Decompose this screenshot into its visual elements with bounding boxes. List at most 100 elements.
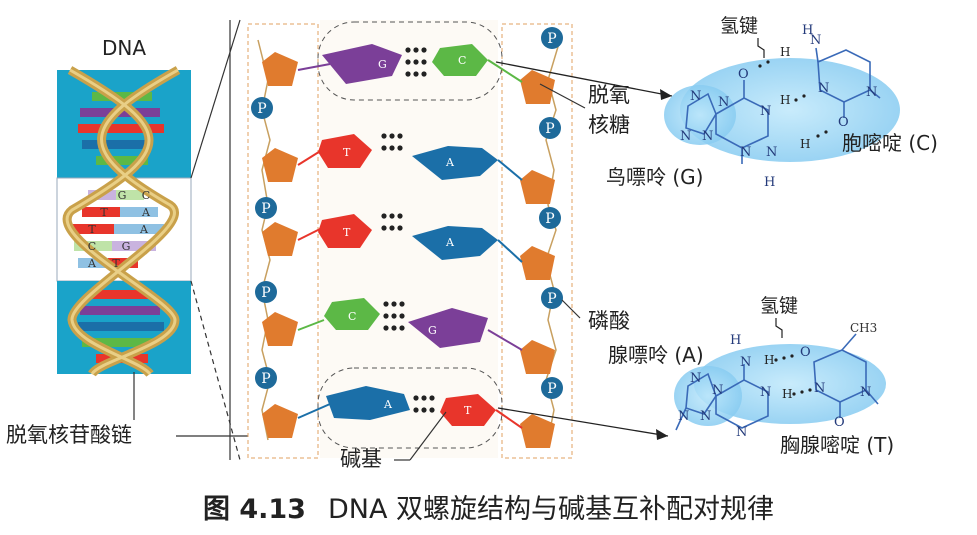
- phosphate: [251, 97, 273, 119]
- phosphate-pointer: [561, 299, 581, 319]
- phosphate: [255, 281, 277, 303]
- helix-pair3-right: A: [139, 223, 149, 236]
- figure-number: 图 4.13: [202, 494, 306, 525]
- adenine-label: 腺嘌呤 (A): [608, 343, 704, 367]
- svg-text:N: N: [766, 145, 777, 160]
- guanine-rings: [685, 80, 769, 164]
- base-a-label: A: [445, 236, 455, 249]
- svg-text:H: H: [780, 93, 790, 107]
- base-g-label: G: [378, 58, 387, 71]
- svg-text:N: N: [760, 385, 771, 400]
- base-c-label: C: [348, 310, 356, 323]
- svg-text:O: O: [800, 345, 811, 360]
- svg-text:N: N: [814, 381, 825, 396]
- figure-title: DNA 双螺旋结构与碱基互补配对规律: [327, 494, 775, 525]
- svg-text:H: H: [800, 137, 810, 151]
- sugar: [262, 52, 298, 86]
- phosphate: [541, 27, 563, 49]
- ladder-right-strand-box: [501, 23, 573, 459]
- svg-text:N: N: [680, 129, 691, 144]
- phosphate: [539, 117, 561, 139]
- base-g: [322, 44, 402, 84]
- base-c: [432, 44, 488, 76]
- phosphate-label: P: [261, 285, 270, 301]
- sugar: [520, 70, 555, 104]
- svg-text:N: N: [810, 33, 821, 48]
- adenine-rings: [675, 364, 769, 431]
- phosphate-label: P: [547, 381, 556, 397]
- svg-text:N: N: [740, 355, 751, 370]
- zoom-line-top: [190, 19, 241, 179]
- at-hbond-label: 氢键: [760, 295, 798, 317]
- phosphate: [541, 377, 563, 399]
- svg-text:N: N: [678, 409, 689, 424]
- phosphate: [541, 287, 563, 309]
- svg-text:N: N: [700, 409, 711, 424]
- base-a: [412, 146, 498, 180]
- base-a-label: A: [445, 156, 455, 169]
- sugar: [520, 414, 555, 448]
- thymine-label: 胸腺嘧啶 (T): [780, 433, 894, 457]
- base-text-label: 碱基: [340, 447, 382, 471]
- svg-text:N: N: [760, 104, 771, 119]
- sugar: [520, 340, 555, 374]
- guanine-label: 鸟嘌呤 (G): [606, 165, 703, 189]
- base-a: [326, 386, 410, 420]
- gc-glow: [680, 58, 900, 162]
- helix-pair1-right: C: [142, 189, 150, 202]
- svg-text:N: N: [712, 383, 723, 398]
- phosphate: [255, 197, 277, 219]
- helix-backbone-highlight: [65, 68, 179, 376]
- right-strand: P P P P P: [520, 27, 563, 448]
- svg-text:N: N: [818, 81, 829, 96]
- base-g-label: G: [428, 324, 437, 337]
- svg-text:N: N: [690, 89, 701, 104]
- rung-at-5: A T: [297, 367, 523, 449]
- pair-highlight-oval: [317, 21, 503, 101]
- gc-hbond-label: 氢键: [720, 15, 758, 37]
- base-c-label: C: [458, 54, 466, 67]
- phosphate-label: P: [261, 201, 270, 217]
- base-a: [412, 226, 498, 260]
- zoom-line-bottom: [190, 280, 241, 461]
- svg-text:N: N: [866, 85, 877, 100]
- phosphate-label: P: [547, 291, 556, 307]
- sugar: [520, 170, 555, 204]
- phosphate: [539, 207, 561, 229]
- left-strand: P P P P: [251, 39, 298, 441]
- base-t: [318, 214, 372, 248]
- phosphate-label: P: [547, 31, 556, 47]
- base-t-label: T: [343, 226, 351, 239]
- pair-highlight-oval: [317, 367, 503, 449]
- svg-text:H: H: [782, 387, 792, 401]
- base-t: [318, 134, 372, 168]
- helix-pair4-left: C: [88, 240, 96, 253]
- helix-pair5-left: A: [87, 257, 97, 270]
- svg-text:N: N: [740, 145, 751, 160]
- arrow-to-gc: [495, 61, 673, 97]
- svg-text:H: H: [802, 23, 813, 38]
- svg-text:O: O: [838, 115, 849, 130]
- helix-pair1-left: G: [118, 189, 127, 202]
- base-g: [408, 308, 488, 348]
- phosphate-text-label: 磷酸: [588, 309, 630, 333]
- base-t-label: T: [464, 404, 472, 417]
- svg-text:H: H: [780, 45, 790, 59]
- sugar: [262, 404, 298, 438]
- sugar: [262, 312, 298, 346]
- sugar: [520, 246, 555, 280]
- svg-text:N: N: [736, 425, 747, 440]
- phosphate-label: P: [545, 211, 554, 227]
- phosphate-label: P: [257, 101, 266, 117]
- helix-pair3-left: T: [88, 223, 96, 236]
- cytosine-ring: [815, 47, 881, 118]
- rung-cg-4: C G: [297, 298, 523, 351]
- rung-ta-3: T A: [297, 213, 523, 263]
- svg-text:O: O: [738, 67, 749, 82]
- deoxyribose-label-2: 核糖: [588, 113, 630, 137]
- at-glow: [694, 344, 886, 424]
- cytosine-label: 胞嘧啶 (C): [842, 131, 938, 155]
- phosphate-label: P: [261, 371, 270, 387]
- gc-structure: N N N N N N O N H N H N N O H H H 氢键 鸟嘌呤…: [606, 15, 938, 190]
- svg-text:N: N: [718, 95, 729, 110]
